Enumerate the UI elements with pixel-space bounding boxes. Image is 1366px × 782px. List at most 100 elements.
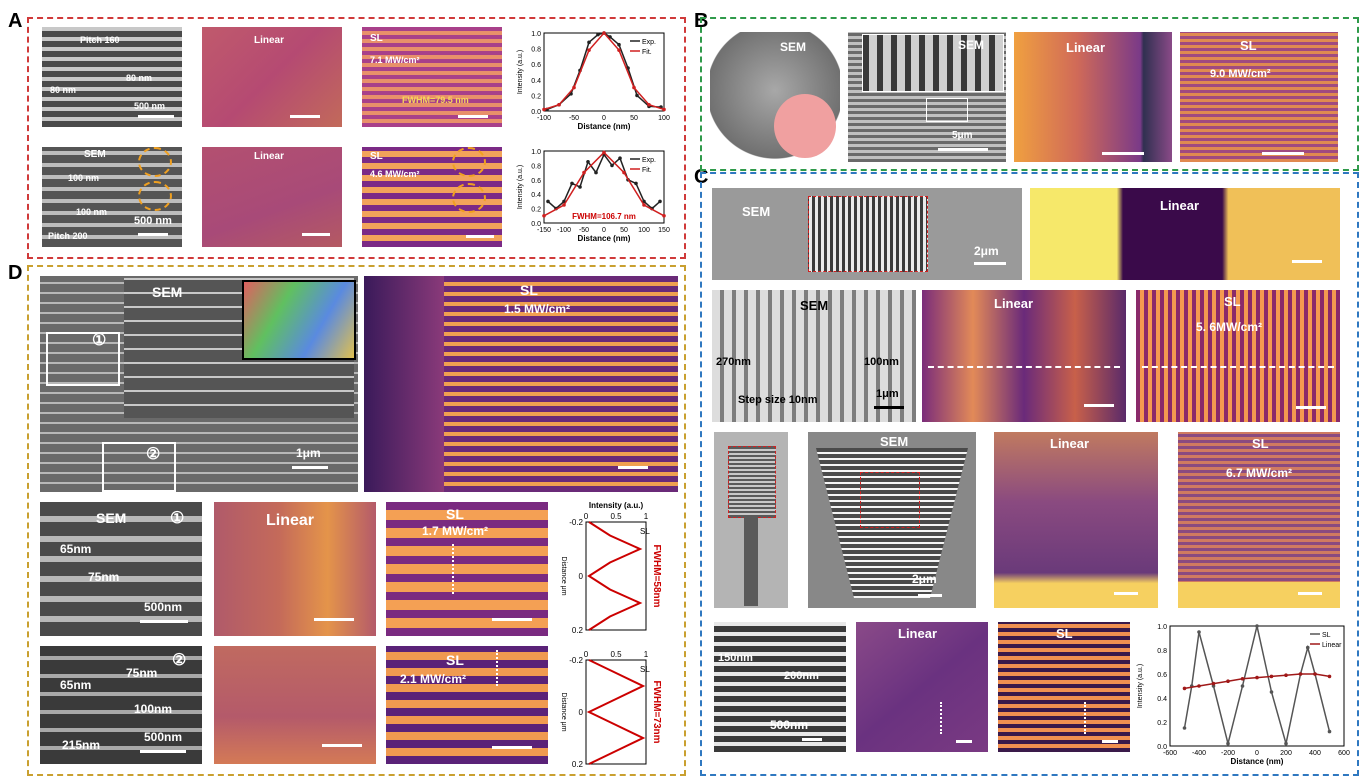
profile-line — [1142, 366, 1334, 368]
panel-b-sl-image: SL 9.0 MW/cm² — [1180, 32, 1338, 162]
sem-pitch-label: Pitch 160 — [80, 35, 120, 45]
scale-bar — [802, 738, 822, 741]
x-tick-label: -50 — [569, 115, 579, 122]
y-tick-label: 0.0 — [1157, 744, 1167, 751]
y-tick-label: 0.4 — [1157, 696, 1167, 703]
highlight-circle — [138, 147, 172, 177]
scale-bar — [492, 746, 532, 749]
data-point — [1305, 645, 1310, 650]
region-marker-2: ② — [146, 446, 161, 463]
y-tick-label: 0.6 — [1157, 672, 1167, 679]
sl-power-label: 1.5 MW/cm² — [504, 302, 571, 316]
x-tick-label: -100 — [537, 115, 551, 122]
data-point — [546, 199, 550, 204]
x-tick-label: 200 — [1280, 750, 1292, 757]
data-point — [602, 150, 606, 155]
sl-label: SL — [1056, 626, 1073, 641]
y-tick-label: 0.8 — [1157, 648, 1167, 655]
panel-c-sl-image-3: SL 6.7 MW/cm² — [1178, 432, 1340, 608]
x-tick-label: 0 — [602, 227, 606, 234]
panel-a-sem-image-2: SEM 100 nm 100 nm Pitch 200 500 nm — [42, 147, 182, 247]
sem-pitch-label: Pitch 200 — [48, 231, 88, 241]
x-axis-label: Distance (nm) — [578, 234, 631, 243]
sem-dim-label: 100 nm — [76, 207, 108, 217]
data-point — [618, 156, 622, 160]
panel-label-d: D — [8, 262, 23, 284]
data-point — [1211, 681, 1216, 686]
scale-bar — [1298, 592, 1322, 595]
fwhm-label: FWHM=79.5 nm — [402, 95, 469, 105]
scale-bar — [1102, 152, 1144, 155]
x-tick-label: 0 — [584, 650, 589, 659]
dimension-label: 150nm — [718, 652, 753, 664]
linear-label: Linear — [254, 35, 285, 46]
sem-label: SEM — [780, 40, 807, 54]
x-axis-label: Intensity (a.u.) — [589, 501, 644, 510]
linear-label: Linear — [1160, 198, 1200, 213]
sl-label: SL — [1224, 294, 1241, 309]
panel-c-sem-image-2: SEM 270nm 100nm Step size 10nm 1μm — [712, 290, 916, 422]
grating-region — [808, 196, 928, 272]
panel-c-sem-image-1: SEM 2μm — [712, 188, 1022, 280]
zoom-region — [926, 98, 968, 122]
scale-bar-label: 500nm — [770, 718, 809, 732]
legend-label: Fit. — [642, 49, 652, 56]
y-tick-label: 0.2 — [572, 626, 584, 635]
data-point — [1226, 679, 1230, 683]
zoom-region — [728, 446, 776, 518]
y-tick-label: 0.6 — [531, 62, 541, 69]
x-tick-label: 0.5 — [610, 650, 622, 659]
x-tick-label: 1 — [644, 650, 649, 659]
dimension-label: 75nm — [126, 666, 158, 680]
y-tick-label: 1.0 — [531, 31, 541, 38]
scale-bar — [1102, 740, 1118, 743]
sem-label: SEM — [742, 204, 771, 219]
x-tick-label: 50 — [620, 227, 628, 234]
scale-bar — [918, 594, 942, 597]
panel-d-sl-image-2: SL 2.1 MW/cm² — [386, 646, 548, 764]
y-axis-label: Intensity (a.u.) — [517, 50, 524, 94]
scale-bar — [938, 148, 988, 151]
data-point — [586, 160, 590, 164]
data-point — [570, 181, 574, 186]
x-tick-label: 400 — [1309, 750, 1321, 757]
linear-label: Linear — [1050, 436, 1090, 451]
sl-label: SL — [370, 151, 383, 162]
sl-power-label: 9.0 MW/cm² — [1210, 68, 1271, 80]
panel-d-sl-image: SL 1.5 MW/cm² — [364, 276, 678, 492]
data-point — [1327, 674, 1332, 679]
data-point — [1269, 690, 1274, 694]
x-tick-label: 600 — [1338, 750, 1350, 757]
x-tick-label: 0.5 — [610, 512, 622, 521]
scale-bar — [956, 740, 972, 743]
y-tick-label: 0.6 — [531, 178, 541, 185]
y-tick-label: 1.0 — [1157, 624, 1167, 631]
panel-b-sem-image-1: SEM — [710, 32, 840, 162]
data-point — [596, 32, 600, 37]
scale-bar — [290, 115, 320, 118]
y-axis-label: Distance μm — [560, 692, 567, 731]
data-point — [1182, 686, 1187, 691]
data-point — [557, 102, 561, 107]
panel-c-linear-image-1: Linear — [1030, 188, 1340, 280]
panel-c-sem-image-3: SEM 2μm — [808, 432, 976, 608]
sem-label: SEM — [84, 149, 106, 160]
y-tick-label: 0.4 — [531, 78, 541, 85]
linear-label: Linear — [1066, 40, 1106, 55]
sl-power-label: 7.1 MW/cm² — [370, 55, 420, 65]
data-point — [542, 107, 546, 112]
linear-label: Linear — [254, 151, 285, 162]
data-point — [1226, 741, 1230, 746]
x-tick-label: -50 — [579, 227, 589, 234]
scale-bar — [1262, 152, 1304, 155]
scale-bar-label: 500nm — [144, 600, 183, 614]
inset-image — [862, 34, 1004, 92]
panel-c-linear-image-4: Linear — [856, 622, 988, 752]
sl-power-label: 6.7 MW/cm² — [1226, 466, 1293, 480]
region-marker: ② — [172, 652, 187, 669]
y-tick-label: 0.0 — [531, 109, 541, 116]
x-axis-label: Distance (nm) — [1231, 757, 1284, 766]
data-point — [1182, 726, 1187, 730]
y-tick-label: 0.8 — [531, 47, 541, 54]
